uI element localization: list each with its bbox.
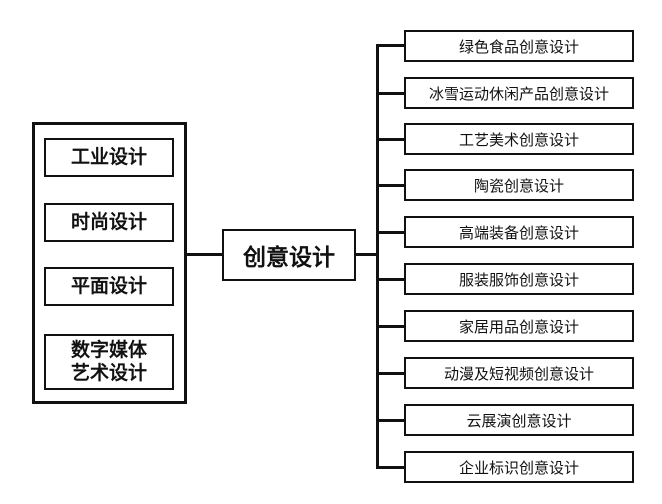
right-item-label: 动漫及短视频创意设计 (443, 364, 594, 383)
right-item-corporate-identity: 企业标识创意设计 (404, 451, 634, 483)
right-item-label: 绿色食品创意设计 (458, 37, 579, 56)
connector-branch (376, 138, 404, 141)
connector-branch (376, 278, 404, 281)
center-node: 创意设计 (222, 229, 356, 281)
right-item-apparel: 服装服饰创意设计 (404, 263, 634, 295)
left-item-label: 时尚设计 (70, 211, 147, 234)
connector-branch (376, 372, 404, 375)
right-item-label: 高端装备创意设计 (458, 223, 579, 242)
right-item-arts-crafts: 工艺美术创意设计 (404, 123, 634, 155)
right-item-label: 家居用品创意设计 (458, 317, 579, 336)
right-item-green-food: 绿色食品创意设计 (404, 30, 634, 62)
left-item-graphic-design: 平面设计 (44, 267, 174, 306)
connector-branch (376, 44, 404, 47)
connector-branch (376, 419, 404, 422)
right-item-label: 工艺美术创意设计 (458, 130, 579, 149)
left-item-fashion-design: 时尚设计 (44, 203, 174, 242)
right-item-cloud-performance: 云展演创意设计 (404, 404, 634, 436)
connector-branch (376, 325, 404, 328)
connector-branch (376, 184, 404, 187)
right-item-ice-snow-leisure: 冰雪运动休闲产品创意设计 (404, 77, 634, 109)
left-item-label-line1: 数字媒体 (70, 339, 147, 362)
left-item-label-line2: 艺术设计 (70, 362, 147, 384)
connector-branch (376, 231, 404, 234)
right-item-high-end-equipment: 高端装备创意设计 (404, 216, 634, 248)
right-item-label: 云展演创意设计 (466, 411, 572, 430)
right-item-label: 冰雪运动休闲产品创意设计 (428, 84, 609, 103)
connector-trunk (376, 44, 379, 469)
right-item-label: 企业标识创意设计 (458, 458, 579, 477)
right-item-label: 服装服饰创意设计 (458, 270, 579, 289)
left-item-digital-media-art-design: 数字媒体 艺术设计 (44, 334, 174, 390)
left-item-label: 平面设计 (70, 275, 147, 298)
right-item-home-goods: 家居用品创意设计 (404, 310, 634, 342)
center-label: 创意设计 (243, 245, 335, 271)
connector-branch (376, 466, 404, 469)
connector-branch (376, 92, 404, 95)
connector-center-to-trunk (356, 253, 378, 256)
left-item-industrial-design: 工业设计 (44, 138, 174, 177)
connector-left-to-center (187, 253, 223, 256)
left-item-label: 工业设计 (70, 146, 147, 169)
right-item-ceramics: 陶瓷创意设计 (404, 169, 634, 201)
right-item-label: 陶瓷创意设计 (473, 176, 564, 195)
right-item-animation-short-video: 动漫及短视频创意设计 (404, 357, 634, 389)
